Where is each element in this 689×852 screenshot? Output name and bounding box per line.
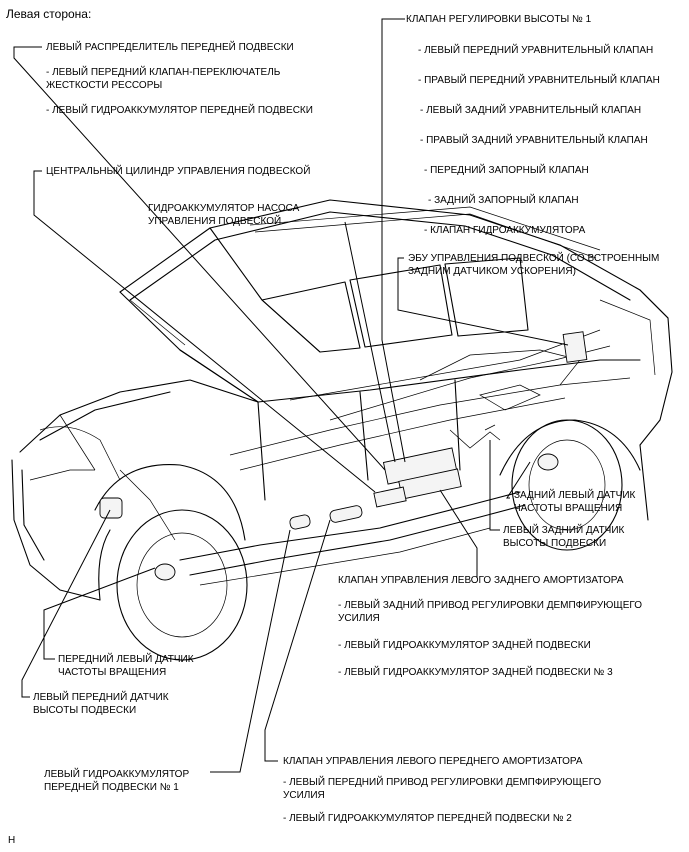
label-fs-item1-cont: УСИЛИЯ bbox=[283, 790, 325, 801]
label-front-accumulator-1-cont: ПЕРЕДНЕЙ ПОДВЕСКИ № 1 bbox=[44, 782, 179, 793]
label-hv-item3: - ЛЕВЫЙ ЗАДНИЙ УРАВНИТЕЛЬНЫЙ КЛАПАН bbox=[420, 105, 642, 116]
label-front-accumulator: - ЛЕВЫЙ ГИДРОАККУМУЛЯТОР ПЕРЕДНЕЙ ПОДВЕС… bbox=[46, 105, 313, 116]
front-wheel bbox=[116, 509, 248, 661]
label-hv-item1: - ЛЕВЫЙ ПЕРЕДНИЙ УРАВНИТЕЛЬНЫЙ КЛАПАН bbox=[418, 45, 654, 56]
label-rear-height-sensor-cont: ВЫСОТЫ ПОДВЕСКИ bbox=[503, 538, 607, 549]
label-rs-item1: - ЛЕВЫЙ ЗАДНИЙ ПРИВОД РЕГУЛИРОВКИ ДЕМПФИ… bbox=[338, 600, 643, 611]
label-hv-item2: - ПРАВЫЙ ПЕРЕДНИЙ УРАВНИТЕЛЬНЫЙ КЛАПАН bbox=[418, 75, 660, 86]
label-front-shock-valve: КЛАПАН УПРАВЛЕНИЯ ЛЕВОГО ПЕРЕДНЕГО АМОРТ… bbox=[283, 756, 583, 767]
footer-code: H bbox=[8, 835, 16, 846]
label-front-switch-valve: - ЛЕВЫЙ ПЕРЕДНИЙ КЛАПАН-ПЕРЕКЛЮЧАТЕЛЬ bbox=[46, 67, 281, 78]
label-hv-item4: - ПРАВЫЙ ЗАДНИЙ УРАВНИТЕЛЬНЫЙ КЛАПАН bbox=[420, 135, 648, 146]
label-front-accumulator-1: ЛЕВЫЙ ГИДРОАККУМУЛЯТОР bbox=[44, 769, 190, 780]
label-rear-speed-sensor-cont: ЧАСТОТЫ ВРАЩЕНИЯ bbox=[514, 503, 623, 514]
label-front-height-sensor-cont: ВЫСОТЫ ПОДВЕСКИ bbox=[33, 705, 137, 716]
suspension-components bbox=[39, 331, 588, 541]
label-hv-item7: - КЛАПАН ГИДРОАККУМУЛЯТОРА bbox=[424, 225, 586, 236]
page-title: Левая сторона: bbox=[6, 7, 92, 21]
leader-lines bbox=[13, 18, 569, 773]
label-front-speed-sensor-cont: ЧАСТОТЫ ВРАЩЕНИЯ bbox=[58, 667, 167, 678]
label-rear-shock-valve: КЛАПАН УПРАВЛЕНИЯ ЛЕВОГО ЗАДНЕГО АМОРТИЗ… bbox=[338, 575, 624, 586]
label-pump-accumulator-cont: УПРАВЛЕНИЯ ПОДВЕСКОЙ bbox=[148, 216, 282, 227]
label-central-cylinder: ЦЕНТРАЛЬНЫЙ ЦИЛИНДР УПРАВЛЕНИЯ ПОДВЕСКОЙ bbox=[46, 166, 311, 177]
label-fs-item2: - ЛЕВЫЙ ГИДРОАККУМУЛЯТОР ПЕРЕДНЕЙ ПОДВЕС… bbox=[283, 813, 572, 824]
label-rs-item2: - ЛЕВЫЙ ГИДРОАККУМУЛЯТОР ЗАДНЕЙ ПОДВЕСКИ bbox=[338, 640, 591, 651]
label-front-speed-sensor: ПЕРЕДНИЙ ЛЕВЫЙ ДАТЧИК bbox=[58, 654, 194, 665]
label-front-switch-valve-cont: ЖЕСТКОСТИ РЕССОРЫ bbox=[46, 80, 163, 91]
label-hv-item6: - ЗАДНИЙ ЗАПОРНЫЙ КЛАПАН bbox=[428, 195, 579, 206]
label-rs-item1-cont: УСИЛИЯ bbox=[338, 613, 380, 624]
label-ecu-cont: ЗАДНИМ ДАТЧИКОМ УСКОРЕНИЯ) bbox=[408, 266, 576, 277]
label-front-height-sensor: ЛЕВЫЙ ПЕРЕДНИЙ ДАТЧИК bbox=[33, 692, 169, 703]
label-rear-speed-sensor: ЗАДНИЙ ЛЕВЫЙ ДАТЧИК bbox=[514, 490, 636, 501]
label-fs-item1: - ЛЕВЫЙ ПЕРЕДНИЙ ПРИВОД РЕГУЛИРОВКИ ДЕМП… bbox=[283, 777, 602, 788]
label-rs-item3: - ЛЕВЫЙ ГИДРОАККУМУЛЯТОР ЗАДНЕЙ ПОДВЕСКИ… bbox=[338, 667, 613, 678]
rear-wheel bbox=[511, 419, 623, 551]
label-ecu: ЭБУ УПРАВЛЕНИЯ ПОДВЕСКОЙ (СО ВСТРОЕННЫМ bbox=[408, 253, 660, 264]
label-hv-item5: - ПЕРЕДНИЙ ЗАПОРНЫЙ КЛАПАН bbox=[424, 165, 589, 176]
label-front-distributor: ЛЕВЫЙ РАСПРЕДЕЛИТЕЛЬ ПЕРЕДНЕЙ ПОДВЕСКИ bbox=[46, 42, 294, 53]
label-rear-height-sensor: ЛЕВЫЙ ЗАДНИЙ ДАТЧИК bbox=[503, 525, 625, 536]
label-pump-accumulator: ГИДРОАККУМУЛЯТОР НАСОСА bbox=[148, 203, 300, 214]
label-height-valve: КЛАПАН РЕГУЛИРОВКИ ВЫСОТЫ № 1 bbox=[406, 14, 592, 25]
